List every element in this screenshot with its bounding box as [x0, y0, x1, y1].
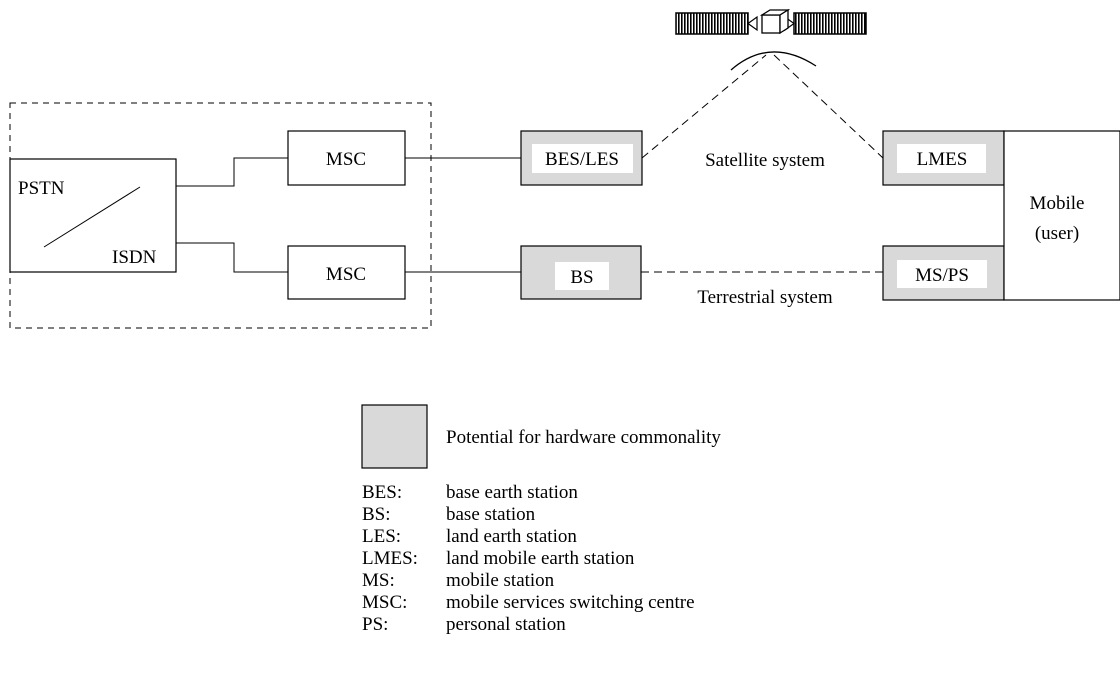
legend-abbr: BS: — [362, 504, 391, 525]
mobile-user-box: Mobile (user) — [1003, 130, 1120, 301]
mobile-label: Mobile — [1030, 193, 1085, 214]
link-bes-satellite — [641, 54, 767, 159]
connections — [176, 54, 884, 273]
legend-shaded-label: Potential for hardware commonality — [446, 427, 721, 448]
legend-row: LES: land earth station — [362, 527, 577, 547]
legend-abbr: PS: — [362, 614, 389, 635]
msc-top-label: MSC — [326, 149, 366, 170]
ms-ps-label: MS/PS — [915, 265, 969, 286]
legend-meaning: personal station — [446, 614, 566, 635]
msc-bottom-box: MSC — [287, 245, 406, 300]
legend-abbr: LMES: — [362, 548, 418, 569]
isdn-label: ISDN — [112, 247, 157, 268]
legend-meaning: land earth station — [446, 526, 577, 547]
bs-box: BS — [520, 245, 642, 300]
legend-abbr: MS: — [362, 570, 395, 591]
legend-meaning: mobile station — [446, 570, 555, 591]
bes-les-label: BES/LES — [545, 149, 619, 170]
bes-les-box: BES/LES — [520, 130, 643, 186]
legend-abbr: LES: — [362, 526, 402, 547]
legend-row: BS: base station — [362, 505, 535, 525]
legend-row: PS: personal station — [362, 615, 566, 635]
legend-meaning: land mobile earth station — [446, 548, 635, 569]
terrestrial-system-label: Terrestrial system — [697, 287, 833, 308]
pstn-label: PSTN — [18, 178, 65, 199]
legend-meaning: base earth station — [446, 482, 578, 503]
legend-meaning: mobile services switching centre — [446, 592, 695, 613]
satellite-icon — [675, 8, 867, 71]
msc-top-box: MSC — [287, 130, 406, 186]
msc-bottom-label: MSC — [326, 264, 366, 285]
user-label: (user) — [1035, 223, 1079, 244]
pstn-isdn-box: PSTN ISDN — [9, 158, 177, 273]
lmes-box: LMES — [882, 130, 1005, 186]
pstn-isdn-divider — [43, 186, 141, 248]
ms-ps-box: MS/PS — [882, 245, 1005, 301]
bs-label: BS — [570, 267, 593, 288]
legend-meaning: base station — [446, 504, 536, 525]
legend-abbr: BES: — [362, 482, 403, 503]
legend-row: LMES: land mobile earth station — [362, 549, 634, 569]
legend-abbr: MSC: — [362, 592, 408, 613]
legend-row: MSC: mobile services switching centre — [362, 593, 695, 613]
link-isdn-msc-bottom — [176, 242, 288, 273]
lmes-label: LMES — [917, 149, 968, 170]
legend-row: BES: base earth station — [362, 483, 578, 503]
legend-shaded-swatch — [361, 404, 428, 469]
legend-row: MS: mobile station — [362, 571, 554, 591]
link-pstn-msc-top — [176, 157, 288, 187]
link-satellite-lmes — [773, 54, 884, 159]
satellite-system-label: Satellite system — [705, 150, 825, 171]
